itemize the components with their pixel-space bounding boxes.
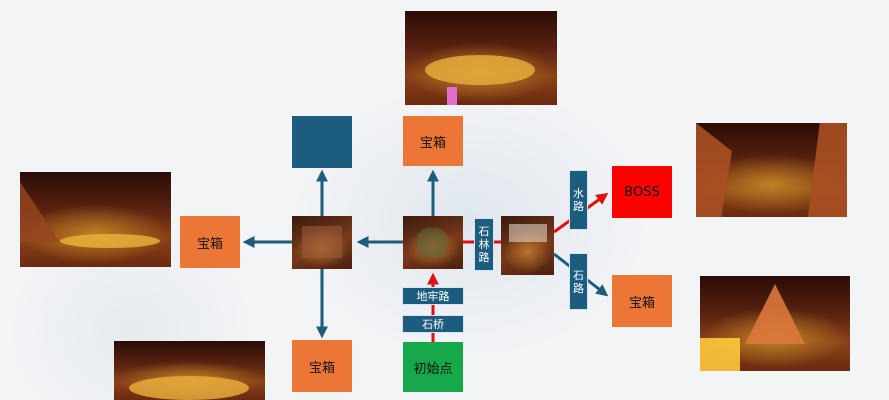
screenshot-bottom-left-arena bbox=[114, 341, 265, 400]
path-tag-dungeon: 地牢路 bbox=[402, 287, 464, 305]
path-tag-char: 水 bbox=[573, 187, 584, 200]
screenshot-boss-cave bbox=[696, 123, 847, 217]
boss-box[interactable]: BOSS bbox=[612, 166, 672, 218]
top-chest-box[interactable]: 宝箱 bbox=[403, 116, 463, 166]
path-tag-char: 路 bbox=[573, 281, 584, 295]
screenshot-top-arena bbox=[405, 11, 557, 105]
room-node-center[interactable] bbox=[403, 216, 463, 269]
path-tag-char: 路 bbox=[573, 200, 584, 213]
left-chest-box[interactable]: 宝箱 bbox=[180, 216, 240, 268]
start-point-box[interactable]: 初始点 bbox=[403, 342, 463, 392]
path-tag-stone-forest: 石 林 路 bbox=[474, 218, 494, 271]
room-node-right[interactable] bbox=[501, 216, 554, 275]
screenshot-left-cave bbox=[20, 172, 171, 267]
bottom-chest-box[interactable]: 宝箱 bbox=[292, 340, 352, 392]
screenshot-right-chest-cave bbox=[700, 276, 850, 371]
path-tag-char: 石 bbox=[478, 225, 490, 238]
unknown-room-box[interactable] bbox=[292, 116, 352, 168]
path-tag-stone-bridge: 石桥 bbox=[402, 315, 464, 333]
right-chest-box[interactable]: 宝箱 bbox=[612, 275, 672, 327]
path-tag-char: 林 bbox=[478, 238, 490, 251]
path-tag-char: 路 bbox=[478, 251, 490, 264]
path-tag-char: 石 bbox=[573, 268, 584, 282]
room-node-left[interactable] bbox=[292, 216, 352, 269]
path-tag-water: 水 路 bbox=[569, 170, 588, 230]
path-tag-stone: 石 路 bbox=[569, 253, 588, 310]
